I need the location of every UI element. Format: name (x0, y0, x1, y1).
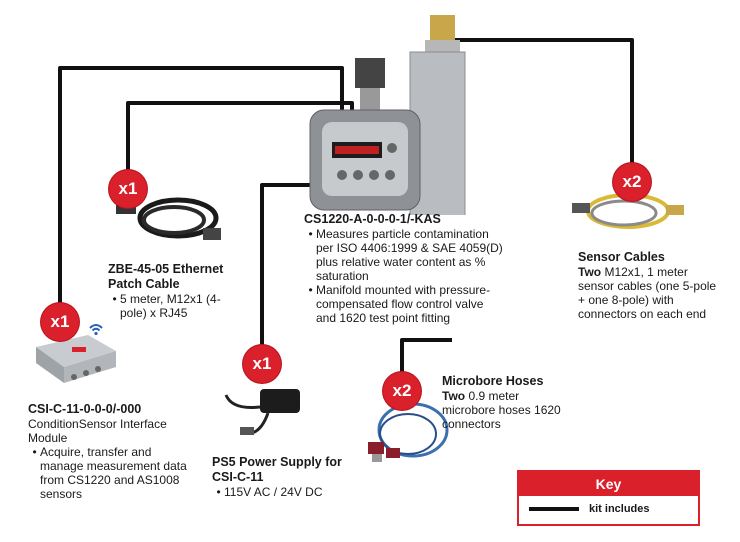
hoses-block: Microbore Hoses Two 0.9 meter microbore … (442, 374, 562, 431)
main-sensor-bullet: Manifold mounted with pressure-compensat… (316, 283, 504, 325)
ethernet-bullets: 5 meter, M12x1 (4-pole) x RJ45 (108, 292, 238, 320)
module-subtitle: ConditionSensor Interface Module (28, 417, 167, 445)
main-sensor-bullet: Measures particle contamination per ISO … (316, 227, 504, 283)
legend-title: Key (519, 472, 698, 496)
legend-key: Key kit includes (517, 470, 700, 526)
module-block: CSI-C-11-0-0-0/-000 ConditionSensor Inte… (28, 402, 188, 501)
legend-line-swatch (529, 507, 579, 511)
wifi-icon (89, 324, 103, 336)
line-to-sensor-cables (445, 38, 634, 175)
sensor-cables-desc: Two M12x1, 1 meter sensor cables (one 5-… (578, 265, 718, 321)
legend-entry-label: kit includes (589, 503, 650, 515)
quantity-badge-power: x1 (243, 345, 281, 383)
hoses-desc-text: 0.9 meter microbore hoses 1620 connector… (442, 389, 561, 431)
power-bullets: 115V AC / 24V DC (212, 485, 342, 499)
interface-module-image (36, 335, 116, 383)
legend-row: kit includes (519, 496, 698, 522)
power-block: PS5 Power Supply for CSI-C-11 115V AC / … (212, 455, 342, 499)
sensor-cables-block: Sensor Cables Two M12x1, 1 meter sensor … (578, 250, 718, 321)
quantity-badge-hoses: x2 (383, 372, 421, 410)
quantity-badge-ethernet: x1 (109, 170, 147, 208)
ethernet-bullet: 5 meter, M12x1 (4-pole) x RJ45 (120, 292, 238, 320)
ethernet-block: ZBE-45-05 Ethernet Patch Cable 5 meter, … (108, 262, 238, 320)
power-supply-image (224, 389, 300, 435)
hoses-title: Microbore Hoses (442, 374, 544, 388)
module-title: CSI-C-11-0-0-0/-000 (28, 402, 142, 416)
line-to-hoses (400, 338, 452, 385)
sensor-cables-title: Sensor Cables (578, 250, 665, 264)
module-bullet: Acquire, transfer and manage measurement… (40, 445, 188, 501)
ethernet-title: ZBE-45-05 Ethernet Patch Cable (108, 262, 224, 291)
line-to-power (260, 183, 320, 365)
main-sensor-block: CS1220-A-0-0-0-1/-KAS Measures particle … (304, 212, 504, 325)
quantity-badge-module: x1 (41, 303, 79, 341)
sensor-cables-qty: Two (578, 265, 602, 279)
cs1220-sensor-image (309, 15, 466, 215)
power-bullet: 115V AC / 24V DC (224, 485, 342, 499)
hoses-qty: Two (442, 389, 466, 403)
main-sensor-bullets: Measures particle contamination per ISO … (304, 227, 504, 325)
main-sensor-title: CS1220-A-0-0-0-1/-KAS (304, 212, 441, 226)
ethernet-cable-image (116, 197, 221, 240)
sensor-cables-desc-text: M12x1, 1 meter sensor cables (one 5-pole… (578, 265, 717, 321)
sensor-cables-image (572, 193, 684, 229)
module-bullets: Acquire, transfer and manage measurement… (28, 445, 188, 501)
hoses-desc: Two 0.9 meter microbore hoses 1620 conne… (442, 389, 562, 431)
power-title: PS5 Power Supply for CSI-C-11 (212, 455, 342, 484)
quantity-badge-sensor-cables: x2 (613, 163, 651, 201)
